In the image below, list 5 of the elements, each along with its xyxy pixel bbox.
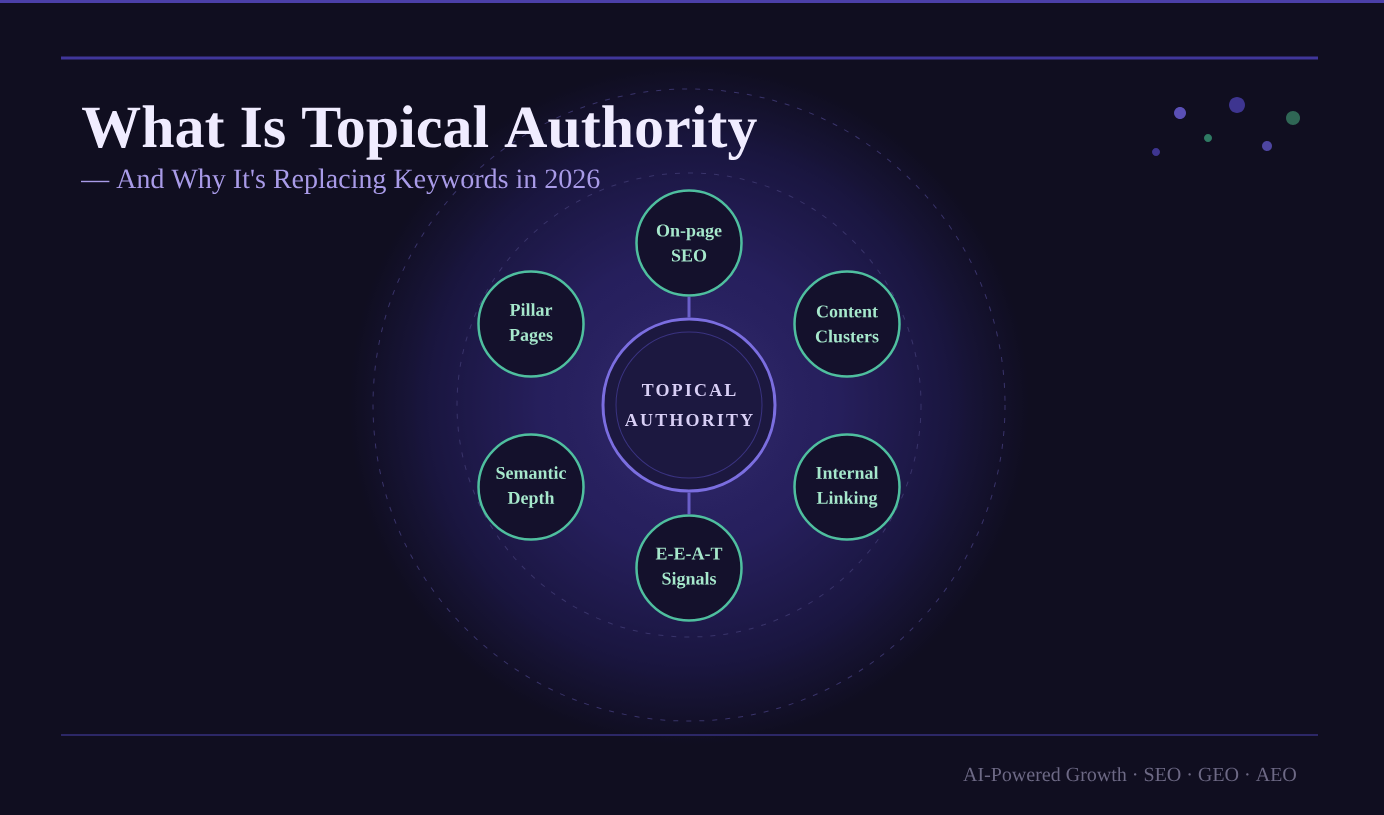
subtitle: — And Why It's Replacing Keywords in 2026 <box>81 168 600 195</box>
title: What Is Topical Authority <box>82 105 757 160</box>
connector-line <box>687 296 691 318</box>
footer-text: AI-Powered Growth · SEO · GEO · AEO <box>963 767 1296 782</box>
connector-line <box>687 492 691 515</box>
